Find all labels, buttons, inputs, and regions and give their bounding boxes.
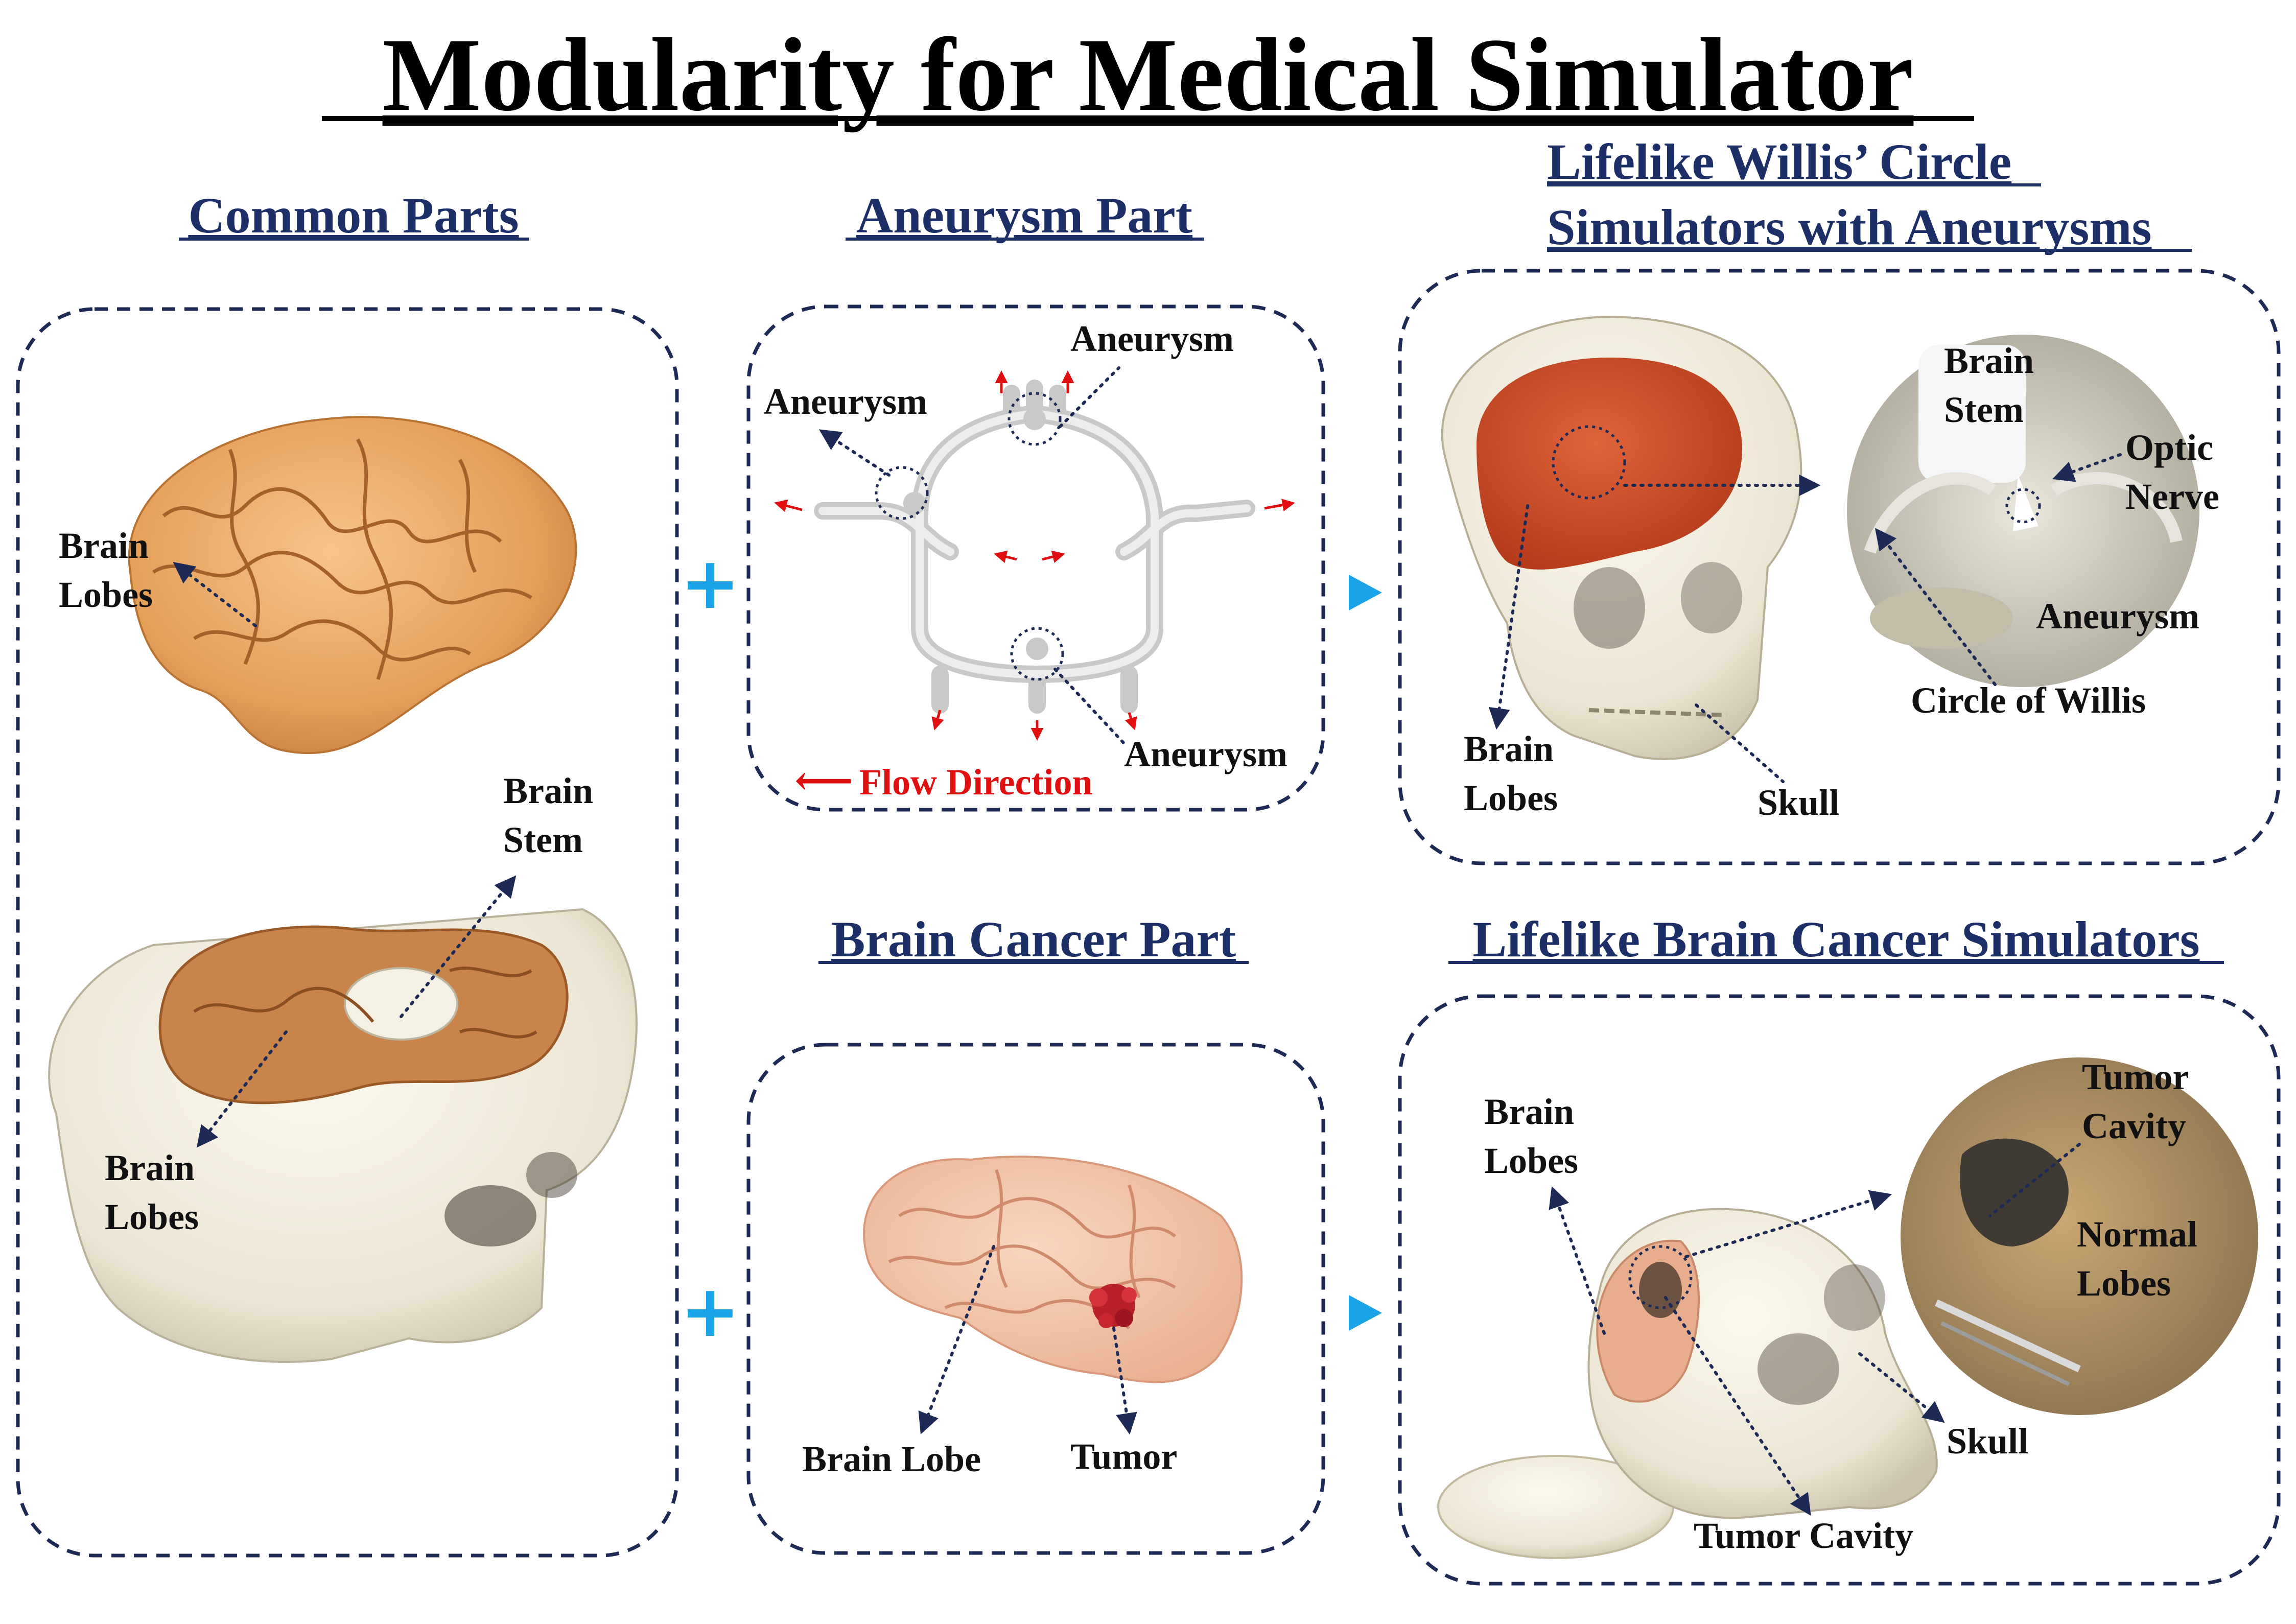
leader-aneurysm-left xyxy=(818,429,891,477)
panel-brain-cancer-part xyxy=(746,1043,1325,1555)
label-optic-nerve-2: Nerve xyxy=(2125,476,2219,517)
label-willis-aneurysm: Aneurysm xyxy=(2036,596,2199,637)
panel-common-parts xyxy=(16,307,679,1558)
label-willis-skull: Skull xyxy=(1758,782,1839,823)
label-normal-lobes-2: Lobes xyxy=(2077,1263,2171,1304)
heading-cancer-simulators: Lifelike Brain Cancer Simulators xyxy=(1472,911,2199,968)
leader-tumor xyxy=(1112,1327,1137,1435)
label-brain-lobes-lower-1: Brain xyxy=(105,1147,195,1188)
label-cancer-skull: Skull xyxy=(1947,1421,2028,1462)
heading-aneurysm-part: Aneurysm Part xyxy=(856,187,1192,244)
arrow-triangle-bottom xyxy=(1349,1295,1382,1331)
leader-cancer-brain-lobes xyxy=(1549,1186,1606,1335)
label-tumor-cavity-zoom-1: Tumor xyxy=(2082,1056,2189,1097)
panel-willis-simulator xyxy=(1398,269,2281,865)
leader-willis-skull xyxy=(1695,703,1785,783)
label-willis-brain-stem-2: Stem xyxy=(1944,389,2024,430)
heading-common-parts: Common Parts xyxy=(188,187,519,244)
label-flow-direction: Flow Direction xyxy=(859,762,1093,803)
label-cancer-brain-lobes-2: Lobes xyxy=(1484,1140,1578,1181)
label-normal-lobes-1: Normal xyxy=(2077,1214,2197,1255)
label-brain-lobes-upper-1: Brain xyxy=(59,525,149,566)
leader-circle-of-willis xyxy=(1875,528,1997,686)
leader-cancer-skull xyxy=(1858,1352,1945,1423)
plus-sign-bottom: + xyxy=(680,1270,740,1353)
label-aneurysm-left: Aneurysm xyxy=(764,381,927,422)
willis-zoom-inset-image xyxy=(1847,335,2199,687)
label-willis-brain-lobes-2: Lobes xyxy=(1464,778,1558,818)
tumor-cavity-zoom-inset-image xyxy=(1901,1057,2258,1415)
arrow-triangle-top xyxy=(1349,575,1382,610)
label-aneurysm-top: Aneurysm xyxy=(1070,318,1234,359)
leader-tumor-cavity xyxy=(1664,1296,1811,1516)
label-brain-stem-2: Stem xyxy=(503,819,583,860)
label-tumor-cavity: Tumor Cavity xyxy=(1694,1515,1913,1556)
plus-sign-top: + xyxy=(680,542,740,625)
leader-brain-lobe xyxy=(918,1245,995,1434)
flow-arrows-red xyxy=(774,370,1295,741)
label-circle-of-willis: Circle of Willis xyxy=(1911,680,2146,721)
label-willis-brain-lobes-1: Brain xyxy=(1464,728,1554,769)
heading-brain-cancer-part: Brain Cancer Part xyxy=(831,911,1236,968)
leader-brain-lobes-lower xyxy=(196,1030,288,1148)
heading-willis-line2: Simulators with Aneurysms xyxy=(1547,199,2151,255)
label-tumor: Tumor xyxy=(1070,1436,1177,1477)
circle-of-willis-vessel-diagram xyxy=(814,380,1255,714)
page-title: Modularity for Medical Simulator xyxy=(383,17,1914,133)
leader-aneurysm-top xyxy=(1059,366,1120,428)
label-tumor-cavity-zoom-2: Cavity xyxy=(2082,1105,2186,1146)
brain-with-tumor-image xyxy=(863,1156,1243,1383)
label-aneurysm-bottom: Aneurysm xyxy=(1124,734,1287,774)
label-brain-lobe: Brain Lobe xyxy=(802,1439,981,1479)
leader-aneurysm-bottom xyxy=(1053,668,1126,745)
panel-aneurysm-part xyxy=(746,304,1325,812)
panel-cancer-simulator xyxy=(1398,994,2281,1586)
label-brain-lobes-upper-2: Lobes xyxy=(59,574,153,615)
skull-cancer-simulator-image xyxy=(1437,1208,1938,1559)
leader-cancer-zoom xyxy=(1684,1190,1892,1258)
skull-with-brain-image xyxy=(48,908,638,1363)
flow-arrow-glyph: ⟵ xyxy=(794,759,853,804)
label-brain-stem-1: Brain xyxy=(503,770,593,811)
label-optic-nerve-1: Optic xyxy=(2125,427,2213,468)
label-cancer-brain-lobes-1: Brain xyxy=(1484,1091,1574,1132)
leader-optic-nerve xyxy=(2052,453,2122,482)
leader-brain-lobes-upper xyxy=(173,561,257,627)
heading-willis-line1: Lifelike Willis’ Circle xyxy=(1547,133,2011,190)
label-willis-brain-stem-1: Brain xyxy=(1944,340,2034,381)
leader-tumor-cavity-zoom xyxy=(1988,1143,2081,1217)
leader-brain-stem xyxy=(400,875,517,1018)
brain-lobes-model-image xyxy=(128,416,577,755)
skull-aneurysm-simulator-image xyxy=(1441,315,1802,760)
label-brain-lobes-lower-2: Lobes xyxy=(105,1196,199,1237)
